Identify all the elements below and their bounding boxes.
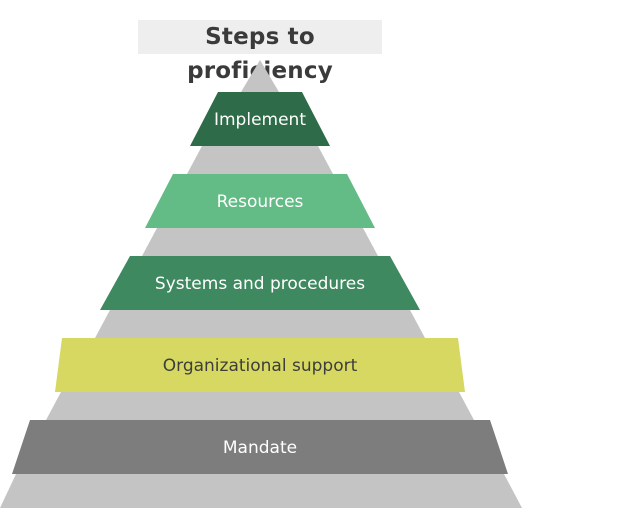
level-band bbox=[190, 92, 330, 146]
level-label: Systems and procedures bbox=[155, 274, 365, 294]
pyramid-base bbox=[0, 474, 522, 508]
level-band bbox=[100, 256, 420, 310]
pyramid-tip bbox=[241, 60, 279, 92]
title-box: Steps to proficiency bbox=[138, 20, 382, 84]
pyramid-spacer-4 bbox=[46, 392, 474, 420]
pyramid-level-implement: Implement bbox=[190, 92, 330, 146]
level-label: Resources bbox=[217, 192, 304, 212]
pyramid-level-systems-and-procedures: Systems and procedures bbox=[100, 256, 420, 310]
level-band bbox=[55, 338, 465, 392]
pyramid-spacer-3 bbox=[95, 310, 425, 338]
page-title: Steps to proficiency bbox=[187, 24, 333, 84]
pyramid-spacer-2 bbox=[142, 228, 378, 256]
pyramid-level-organizational-support: Organizational support bbox=[55, 338, 465, 392]
level-label: Mandate bbox=[223, 438, 297, 458]
level-band bbox=[145, 174, 375, 228]
level-label: Organizational support bbox=[163, 356, 358, 376]
pyramid-level-resources: Resources bbox=[145, 174, 375, 228]
level-label: Implement bbox=[214, 110, 306, 130]
pyramid-level-mandate: Mandate bbox=[12, 420, 508, 474]
pyramid-spacer-1 bbox=[187, 146, 333, 174]
level-band bbox=[12, 420, 508, 474]
